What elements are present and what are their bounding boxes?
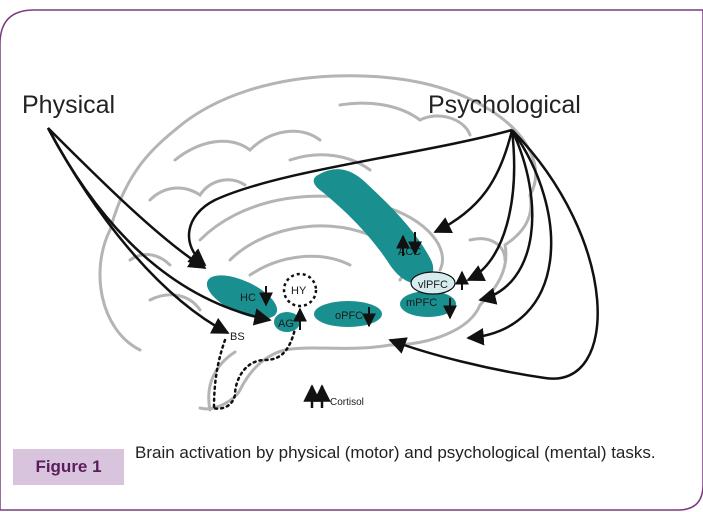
label-opfc: oPFC bbox=[335, 310, 363, 322]
label-mpfc: mPFC bbox=[406, 297, 437, 309]
label-hc: HC bbox=[240, 292, 256, 304]
physical-to-bs-arrow bbox=[48, 128, 228, 333]
cortisol-label: Cortisol bbox=[330, 397, 364, 408]
psychological-heading: Psychological bbox=[428, 91, 581, 119]
brainstem-dotted-outline bbox=[212, 320, 297, 409]
brainstem-dotted-edge bbox=[214, 340, 225, 408]
psych-to-mpfc-arrow bbox=[480, 130, 532, 300]
label-ag: AG bbox=[278, 318, 294, 330]
figure-caption: Brain activation by physical (motor) and… bbox=[135, 440, 675, 466]
cortisol-up-arrows-icon bbox=[312, 386, 322, 408]
physical-heading: Physical bbox=[22, 91, 115, 119]
brain-outline bbox=[100, 76, 536, 410]
figure-tag: Figure 1 bbox=[13, 449, 124, 485]
label-vlpfc: vlPFC bbox=[418, 279, 448, 291]
label-hy: HY bbox=[291, 285, 307, 297]
label-bs: BS bbox=[230, 331, 245, 343]
label-acc: ACC bbox=[398, 246, 421, 258]
